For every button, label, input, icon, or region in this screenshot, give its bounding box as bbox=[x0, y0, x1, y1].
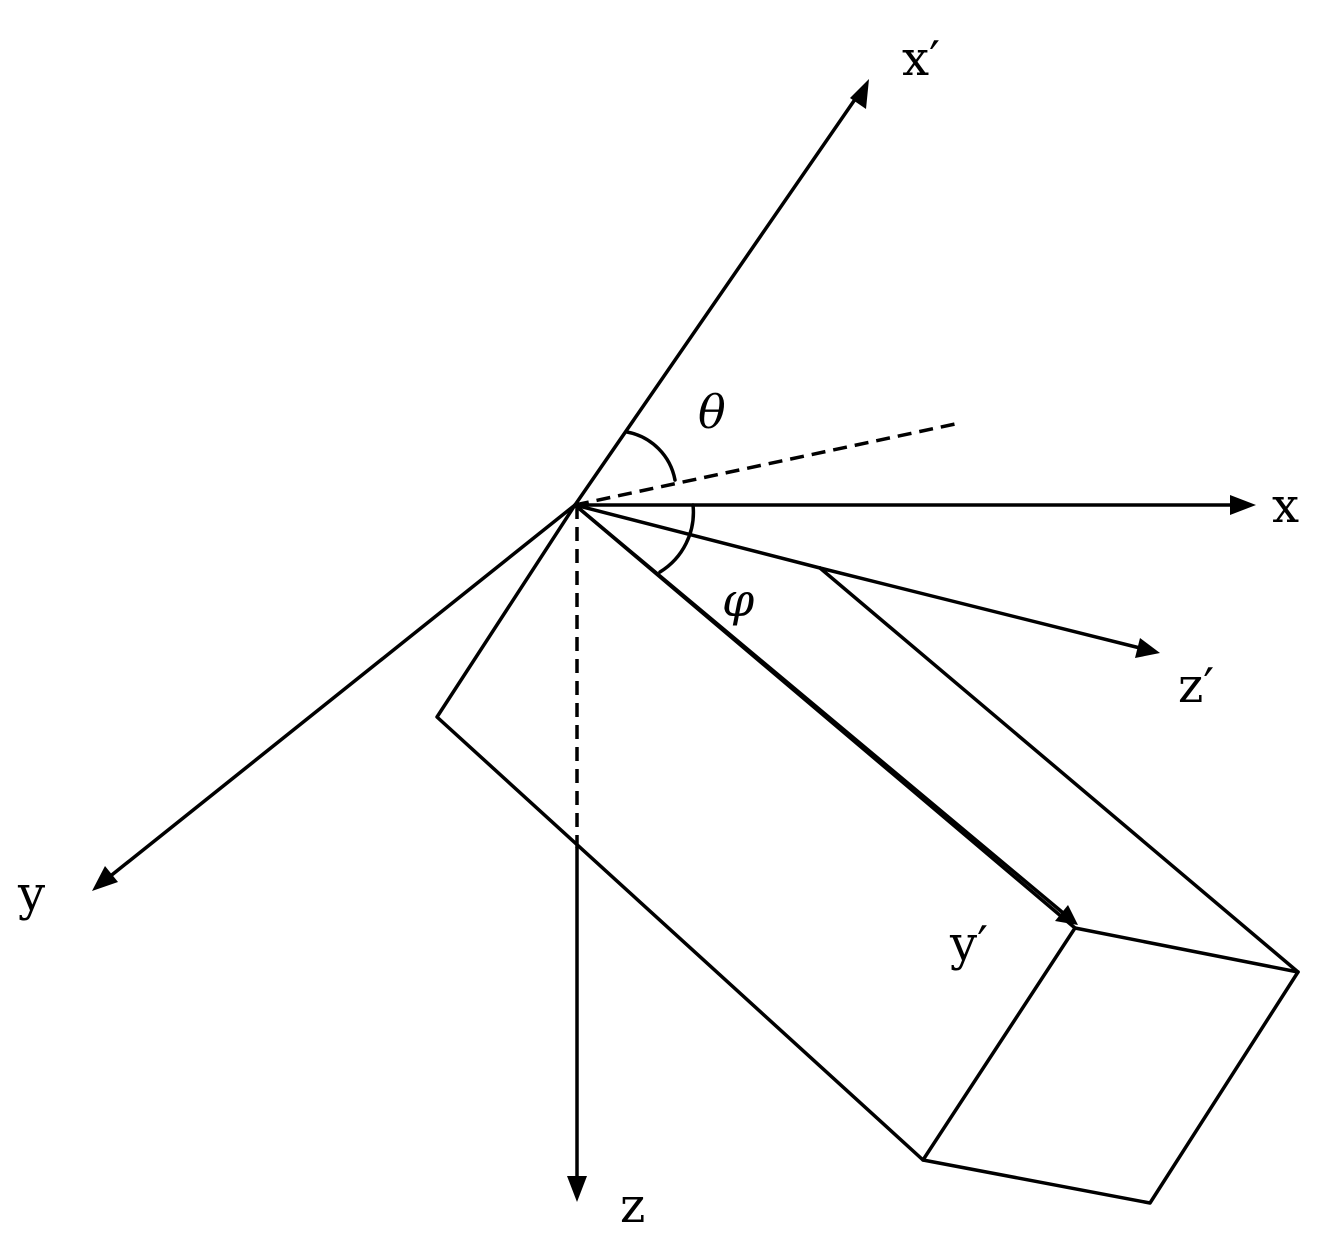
axis-y bbox=[92, 503, 577, 891]
axis-x-prime bbox=[573, 79, 869, 507]
theta-arc bbox=[625, 430, 677, 482]
label-y: y bbox=[17, 866, 45, 922]
phi-arc bbox=[658, 503, 696, 574]
theta-reference-line bbox=[574, 422, 956, 507]
label-x-prime: x′ bbox=[902, 31, 940, 87]
box-top-edge-upper bbox=[573, 503, 822, 570]
axis-y-prime bbox=[573, 503, 1078, 925]
label-z: z bbox=[620, 1178, 645, 1234]
box-prism bbox=[435, 503, 1300, 1205]
label-theta: θ bbox=[698, 385, 726, 439]
label-y-prime: y′ bbox=[949, 916, 988, 972]
axis-z bbox=[567, 505, 587, 1202]
box-top-edge-right bbox=[818, 566, 1300, 974]
label-phi: φ bbox=[722, 573, 755, 627]
box-end-face bbox=[921, 926, 1300, 1205]
axis-x bbox=[573, 495, 1256, 515]
box-side-face bbox=[435, 503, 1077, 1162]
label-z-prime: z′ bbox=[1178, 658, 1214, 714]
label-x: x bbox=[1272, 478, 1299, 534]
axis-z-prime bbox=[818, 566, 1160, 658]
